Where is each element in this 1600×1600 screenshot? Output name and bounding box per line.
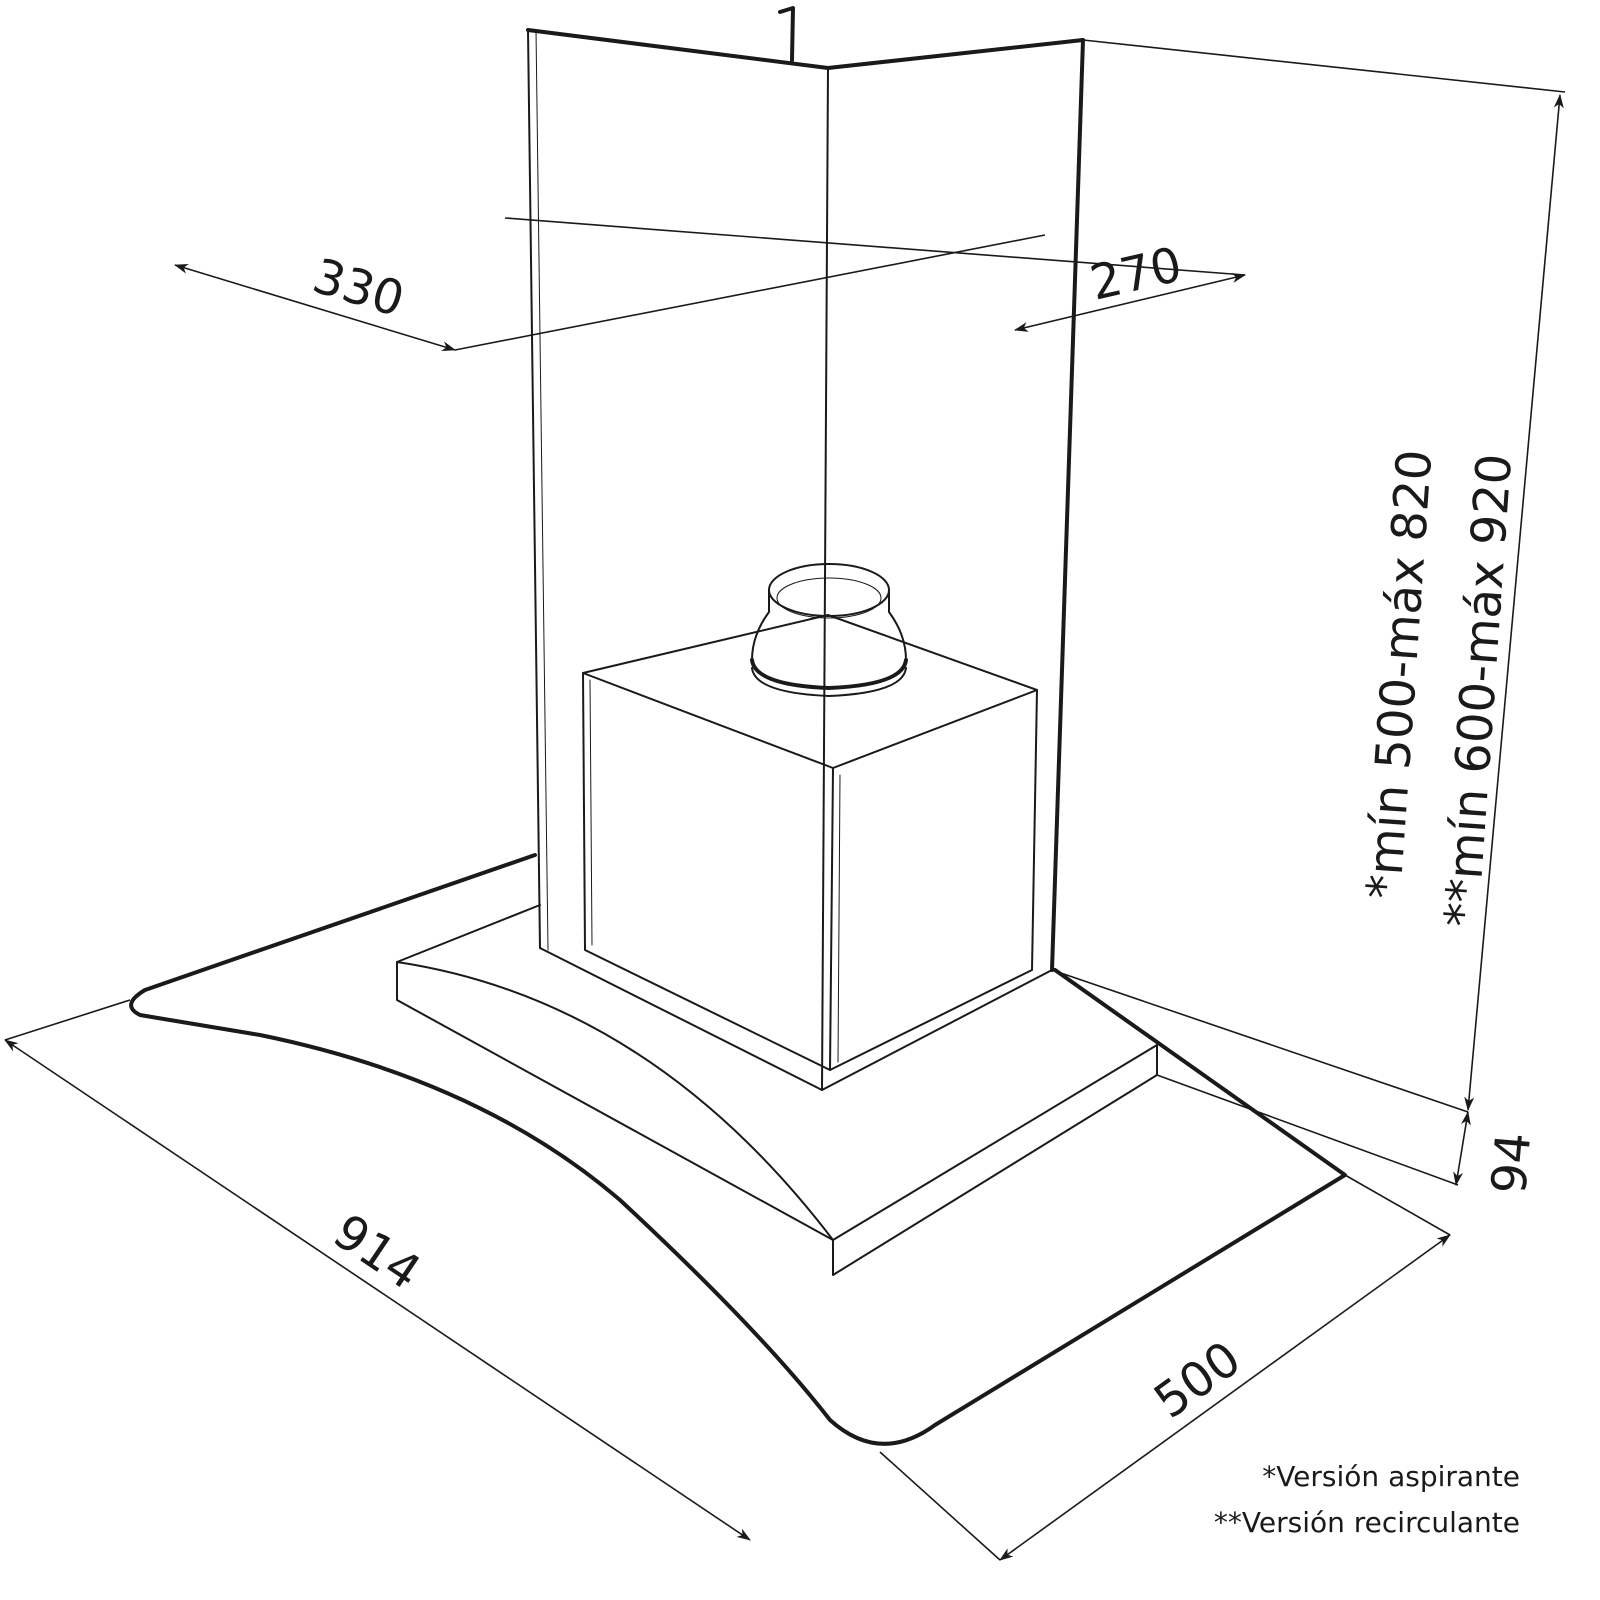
note-recirculante: **Versión recirculante [1213,1506,1520,1539]
height-recirculante-label: **mín 600-máx 920 [1434,452,1523,929]
dim-94-label: 94 [1481,1130,1542,1196]
dim-914-line [4,1039,751,1541]
dimension-lines [4,94,1564,1561]
dim-330-line [174,263,456,352]
dim-270-line [1014,273,1246,332]
dim-330-label: 330 [306,248,410,328]
note-aspirante: *Versión aspirante [1262,1460,1520,1493]
dim-94-line [1453,1111,1471,1186]
chimney [526,6,1085,1091]
dim-height-line [1464,94,1564,1111]
dim-914-label: 914 [323,1204,430,1302]
height-aspirante-label: *mín 500-máx 820 [1356,448,1443,901]
glass-canopy [129,853,1347,1446]
base-plinth [396,904,1158,1276]
motor-box [582,614,1038,1071]
duct-collar [750,563,908,697]
dim-500-line [999,1234,1451,1561]
extension-lines [4,39,1566,1561]
dim-500-label: 500 [1144,1331,1251,1430]
dim-270-label: 270 [1085,237,1187,312]
